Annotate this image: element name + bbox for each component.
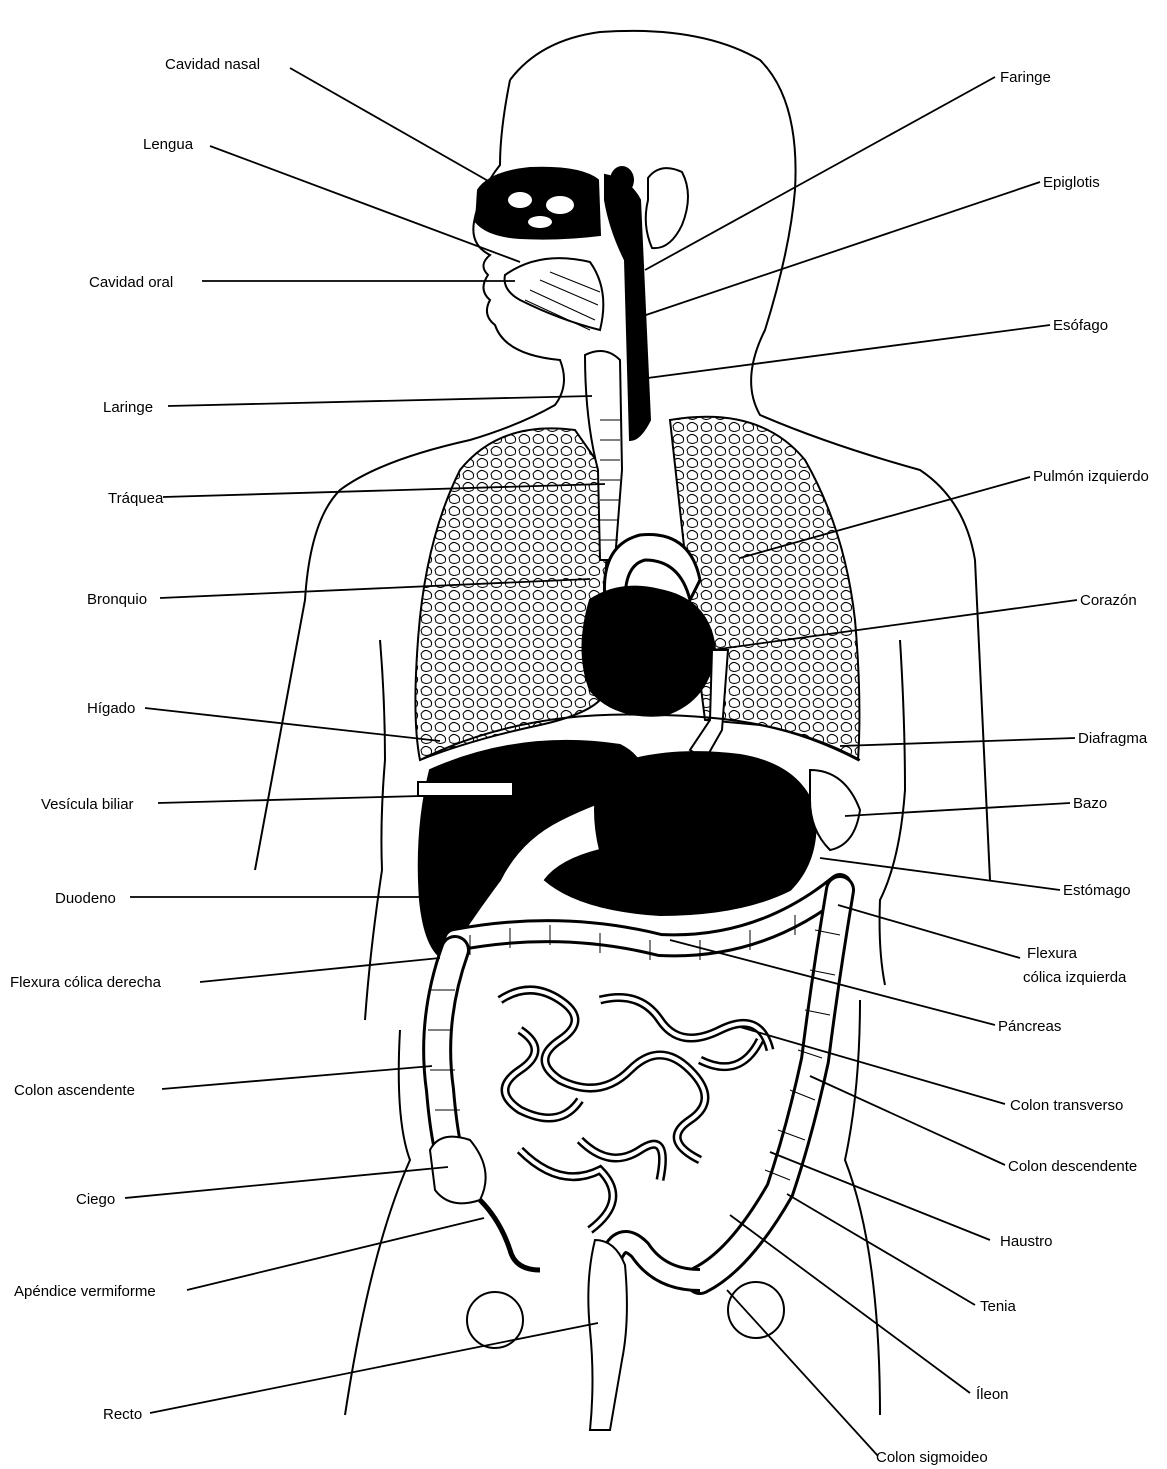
rectum xyxy=(588,1240,627,1430)
label-cavidad-nasal: Cavidad nasal xyxy=(165,56,260,73)
leader-colon-sigmoideo xyxy=(727,1290,878,1456)
label-colon-sigmoideo: Colon sigmoideo xyxy=(876,1449,988,1466)
left-lung xyxy=(670,417,859,760)
label-faringe: Faringe xyxy=(1000,69,1051,86)
torso-left-side xyxy=(345,1030,410,1415)
leader-esofago xyxy=(640,325,1050,379)
label-bazo: Bazo xyxy=(1073,795,1107,812)
label-traquea: Tráquea xyxy=(108,490,164,507)
leader-laringe xyxy=(168,396,592,406)
label-higado: Hígado xyxy=(87,700,135,717)
nasal-cavity xyxy=(476,168,600,239)
label-pulmon-izquierdo: Pulmón izquierdo xyxy=(1033,468,1149,485)
cecum xyxy=(430,1137,486,1204)
label-ciego: Ciego xyxy=(76,1191,115,1208)
leader-tenia xyxy=(787,1194,975,1305)
label-vesicula-biliar: Vesícula biliar xyxy=(41,796,134,813)
spleen xyxy=(810,770,860,850)
leader-colon-descendente xyxy=(810,1076,1005,1165)
label-cavidad-oral: Cavidad oral xyxy=(89,274,173,291)
leader-ciego xyxy=(125,1167,448,1198)
leader-vesicula-biliar xyxy=(158,796,420,803)
label-epiglotis: Epiglotis xyxy=(1043,174,1100,191)
label-ileon: Íleon xyxy=(976,1386,1009,1403)
label-diafragma: Diafragma xyxy=(1078,730,1148,747)
tongue xyxy=(505,258,604,330)
gallbladder xyxy=(418,782,513,796)
leader-recto xyxy=(150,1323,598,1413)
leader-colon-ascendente xyxy=(162,1066,432,1089)
leader-ileon xyxy=(730,1215,970,1393)
label-bronquio: Bronquio xyxy=(87,591,147,608)
label-lengua: Lengua xyxy=(143,136,194,153)
label-colon-ascendente: Colon ascendente xyxy=(14,1082,135,1099)
ear xyxy=(646,168,688,248)
leader-higado xyxy=(145,708,440,741)
label-esofago: Esófago xyxy=(1053,317,1108,334)
appendix xyxy=(480,1200,540,1270)
nasal-concha-1 xyxy=(508,192,532,208)
label-pancreas: Páncreas xyxy=(998,1018,1061,1035)
label-duodeno: Duodeno xyxy=(55,890,116,907)
leader-colon-transverso xyxy=(740,1027,1005,1104)
small-intestine-inner xyxy=(500,990,770,1230)
colon-haustra xyxy=(428,915,840,1180)
leader-diafragma xyxy=(840,738,1075,746)
leader-cavidad-nasal xyxy=(290,68,490,182)
label-estomago: Estómago xyxy=(1063,882,1131,899)
leader-flexura-izquierda xyxy=(838,905,1020,958)
leader-bazo xyxy=(845,803,1070,816)
leader-haustro xyxy=(770,1152,990,1240)
leader-epiglotis xyxy=(640,182,1040,317)
label-flexura-line1: Flexura xyxy=(1027,945,1078,962)
label-corazon: Corazón xyxy=(1080,592,1137,609)
heart-body xyxy=(583,587,716,716)
label-laringe: Laringe xyxy=(103,399,153,416)
leader-flexura-colica-derecha xyxy=(200,958,440,982)
labels-right: Faringe Epiglotis Esófago Pulmón izquier… xyxy=(876,69,1149,1466)
nasal-concha-2 xyxy=(546,196,574,214)
labels-left: Cavidad nasal Lengua Cavidad oral Laring… xyxy=(10,56,260,1423)
right-lung xyxy=(415,428,610,760)
label-haustro: Haustro xyxy=(1000,1233,1053,1250)
label-apendice-vermiforme: Apéndice vermiforme xyxy=(14,1283,156,1300)
leader-lengua xyxy=(210,146,520,262)
leader-estomago xyxy=(820,858,1060,890)
right-hip-joint xyxy=(728,1282,784,1338)
label-colon-descendente: Colon descendente xyxy=(1008,1158,1137,1175)
leader-faringe xyxy=(645,77,995,270)
label-recto: Recto xyxy=(103,1406,142,1423)
label-flexura-line2: cólica izquierda xyxy=(1023,969,1127,986)
label-colon-transverso: Colon transverso xyxy=(1010,1097,1123,1114)
leader-apendice xyxy=(187,1218,484,1290)
nasal-concha-3 xyxy=(528,216,552,228)
label-tenia: Tenia xyxy=(980,1298,1017,1315)
label-flexura-colica-derecha: Flexura cólica derecha xyxy=(10,974,162,991)
